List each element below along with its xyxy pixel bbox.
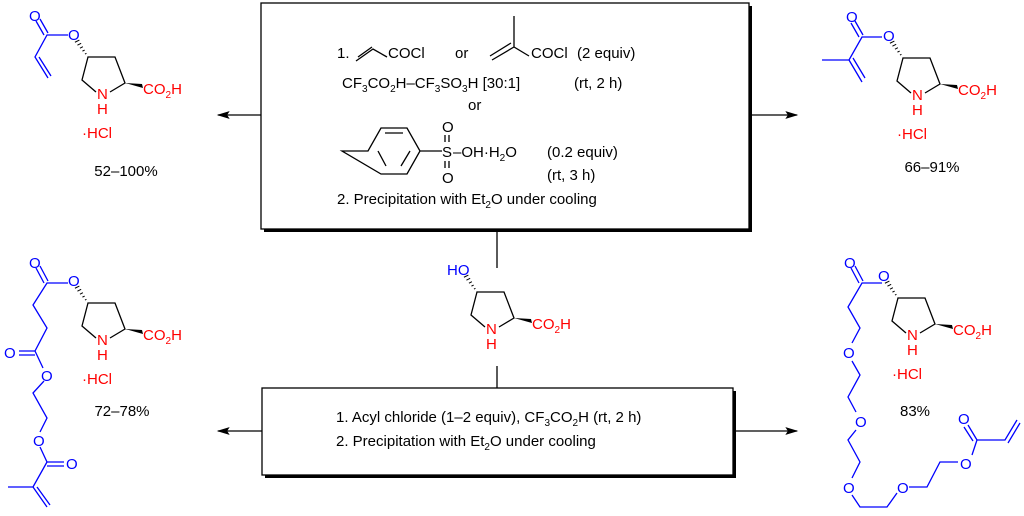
carboxylic-acid-label: CO2H <box>953 322 992 342</box>
step2-precipitation: 2. Precipitation with Et2O under cooling <box>337 191 597 211</box>
nitrogen-label: N <box>97 86 108 103</box>
top-conditions-box: 1. COCl or COCl (2 equiv) CF3CO2H–CF3SO3… <box>260 2 752 232</box>
hashed-wedge-bond <box>884 280 899 299</box>
peg-acrylate-side-chain: O O O O O O O <box>843 255 1021 508</box>
sulfonyl-oxygen-top: O <box>442 119 454 136</box>
oh-hydrate: –OH·H2O <box>453 144 517 164</box>
yield-label: 83% <box>900 403 930 420</box>
tosic-acid-structure: S O O –OH·H2O <box>339 119 517 187</box>
succinate-methacrylate-side-chain: O O O O O <box>4 255 78 508</box>
product-3-proline-core: NH CO2H O ·HCl <box>878 268 992 383</box>
bottom-conditions-box: 1. Acyl chloride (1–2 equiv), CF3CO2H (r… <box>261 387 736 478</box>
product-0-proline-core: NH CO2H O ·HCl <box>68 27 182 142</box>
hashed-wedge-bond <box>74 39 89 58</box>
methacryloyl-cocl: COCl <box>531 45 568 62</box>
methacryloyl-chloride-structure <box>489 16 530 61</box>
step1-number: 1. <box>337 45 350 62</box>
acrylate-side-chain: O <box>29 8 68 79</box>
carboxylic-acid-label: CO2H <box>958 82 997 102</box>
nh-hydrogen-label: H <box>97 101 108 118</box>
product-1-proline-core: NH CO2H O ·HCl <box>883 28 997 143</box>
ester-oxygen: O <box>960 456 972 473</box>
carbonyl-oxygen: O <box>846 9 858 26</box>
ether-oxygen-1: O <box>843 345 855 362</box>
sulfur-label: S <box>442 144 452 161</box>
bottom-step2: 2. Precipitation with Et2O under cooling <box>336 433 596 453</box>
product-2-proline-core: NH CO2H O ·HCl <box>68 273 182 388</box>
methacrylate-side-chain: O <box>822 9 882 83</box>
hcl-salt-label: ·HCl <box>892 366 922 383</box>
nh-hydrogen-label: H <box>907 342 918 359</box>
nitrogen-label: N <box>907 327 918 344</box>
nh-hydrogen-label: H <box>486 336 497 353</box>
hcl-salt-label: ·HCl <box>82 371 112 388</box>
nh-hydrogen-label: H <box>97 347 108 364</box>
ester-oxygen-label: O <box>878 268 890 285</box>
carbonyl-oxygen: O <box>29 8 41 25</box>
conditions-rt-3h: (rt, 3 h) <box>547 167 595 184</box>
sulfonyl-oxygen-bottom: O <box>442 170 454 187</box>
hcl-salt-label: ·HCl <box>82 125 112 142</box>
ester-oxygen-label: O <box>68 27 80 44</box>
yield-label: 52–100% <box>94 163 157 180</box>
or-label-2: or <box>468 97 481 114</box>
acrylate-carbonyl-oxygen: O <box>958 411 970 428</box>
yield-label: 66–91% <box>904 159 959 176</box>
carboxylic-acid-label: CO2H <box>532 316 571 336</box>
carbonyl-oxygen-3: O <box>66 456 78 473</box>
hashed-wedge-bond <box>463 274 478 293</box>
nh-hydrogen-label: H <box>912 102 923 119</box>
equiv-2: (2 equiv) <box>577 45 635 62</box>
hydroxyl-label: HO <box>447 262 470 279</box>
ether-oxygen-3: O <box>843 480 855 497</box>
ether-oxygen-2: O <box>855 414 867 431</box>
acid-mixture: CF3CO2H–CF3SO3H [30:1] <box>342 75 520 95</box>
ester-oxygen-2: O <box>33 433 45 450</box>
nitrogen-label: N <box>97 332 108 349</box>
nitrogen-label: N <box>912 87 923 104</box>
nitrogen-label: N <box>486 321 497 338</box>
starting-material-hydroxyproline: NH CO2H HO <box>447 262 571 353</box>
acryloyl-cocl: COCl <box>388 45 425 62</box>
carbonyl-oxygen-1: O <box>29 255 41 272</box>
conditions-rt-2h: (rt, 2 h) <box>574 75 622 92</box>
equiv-0-2: (0.2 equiv) <box>547 144 618 161</box>
ester-oxygen: O <box>41 368 53 385</box>
carboxylic-acid-label: CO2H <box>143 327 182 347</box>
carboxylic-acid-label: CO2H <box>143 81 182 101</box>
hashed-wedge-bond <box>74 285 89 304</box>
ether-oxygen-4: O <box>897 480 909 497</box>
arrows <box>216 111 799 435</box>
hashed-wedge-bond <box>889 40 904 59</box>
ester-oxygen-label: O <box>68 273 80 290</box>
yield-label: 72–78% <box>94 403 149 420</box>
or-label: or <box>455 45 468 62</box>
hcl-salt-label: ·HCl <box>897 126 927 143</box>
carbonyl-oxygen: O <box>844 255 856 272</box>
acryloyl-chloride-structure <box>355 46 388 62</box>
ester-oxygen-label: O <box>883 28 895 45</box>
bottom-step1: 1. Acyl chloride (1–2 equiv), CF3CO2H (r… <box>336 409 641 429</box>
carbonyl-oxygen-2: O <box>4 345 16 362</box>
